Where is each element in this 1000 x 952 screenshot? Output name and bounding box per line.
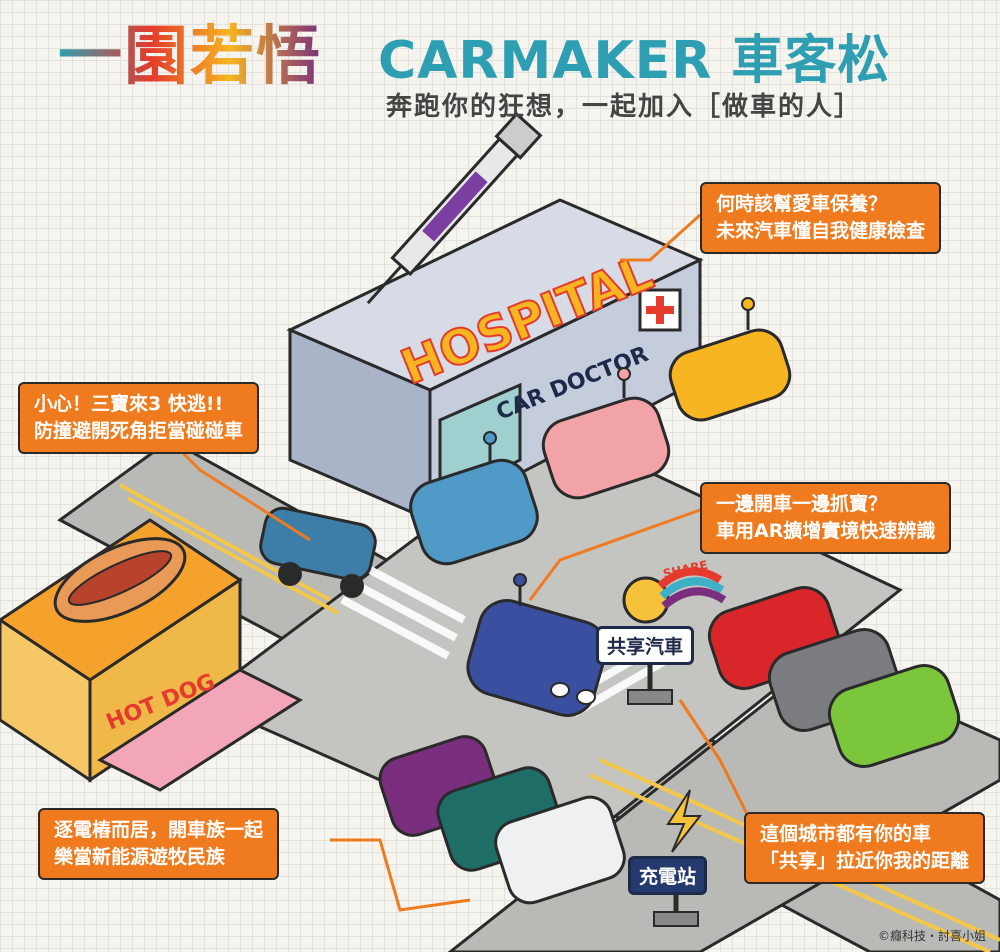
callout-hospital-line-2: 未來汽車懂自我健康檢查 <box>716 220 926 242</box>
logo-text: 一園若悟 <box>58 20 322 94</box>
callout-blindspot-line-2: 防撞避開死角拒當碰碰車 <box>34 420 244 442</box>
callout-blindspot-line-1: 小心！三寶來3 快逃!! <box>34 393 224 415</box>
callout-sharing: 這個城市都有你的車 「共享」拉近你我的距離 <box>744 812 986 884</box>
syringe-icon <box>366 111 543 305</box>
callout-charging-line-1: 逐電樁而居，開車族一起 <box>54 819 264 841</box>
pink-car <box>541 367 671 500</box>
callout-charging-line-2: 樂當新能源遊牧民族 <box>54 846 226 868</box>
callout-hospital-line-1: 何時該幫愛車保養？ <box>716 193 888 215</box>
hotdog-stand: HOT DOG <box>0 518 304 792</box>
callout-ar: 一邊開車一邊抓寶？ 車用AR擴增實境快速辨識 <box>700 482 952 554</box>
credit-text: ©癮科技・討喜小姐 <box>877 929 986 943</box>
callout-sharing-line-1: 這個城市都有你的車 <box>760 823 932 845</box>
share-sign: SHARE <box>622 558 727 705</box>
callout-blindspot: 小心！三寶來3 快逃!! 防撞避開死角拒當碰碰車 <box>18 382 260 454</box>
callout-ar-line-1: 一邊開車一邊抓寶？ <box>716 493 888 515</box>
charging-station-sign: 充電站 <box>628 856 708 895</box>
logo-wordmark: 一園若悟 <box>58 22 322 92</box>
page-subtitle: 奔跑你的狂想，一起加入［做車的人］ <box>386 92 863 122</box>
share-station-sign: 共享汽車 <box>596 626 695 665</box>
blue-car-hospital <box>409 431 539 566</box>
callout-ar-line-2: 車用AR擴增實境快速辨識 <box>716 520 936 542</box>
navy-ar-car <box>466 573 608 717</box>
green-share-car <box>827 664 961 768</box>
hospital-building: CAR DOCTOR HOSPITAL <box>286 198 704 523</box>
page-title: CARMAKER 車客松 <box>378 31 891 91</box>
yellow-car <box>668 297 792 422</box>
callout-hospital: 何時該幫愛車保養？ 未來汽車懂自我健康檢查 <box>700 182 942 254</box>
callout-charging: 逐電樁而居，開車族一起 樂當新能源遊牧民族 <box>38 808 280 880</box>
lightning-icon <box>666 789 703 853</box>
callout-sharing-line-2: 「共享」拉近你我的距離 <box>760 850 970 872</box>
white-ev-car <box>494 795 626 905</box>
